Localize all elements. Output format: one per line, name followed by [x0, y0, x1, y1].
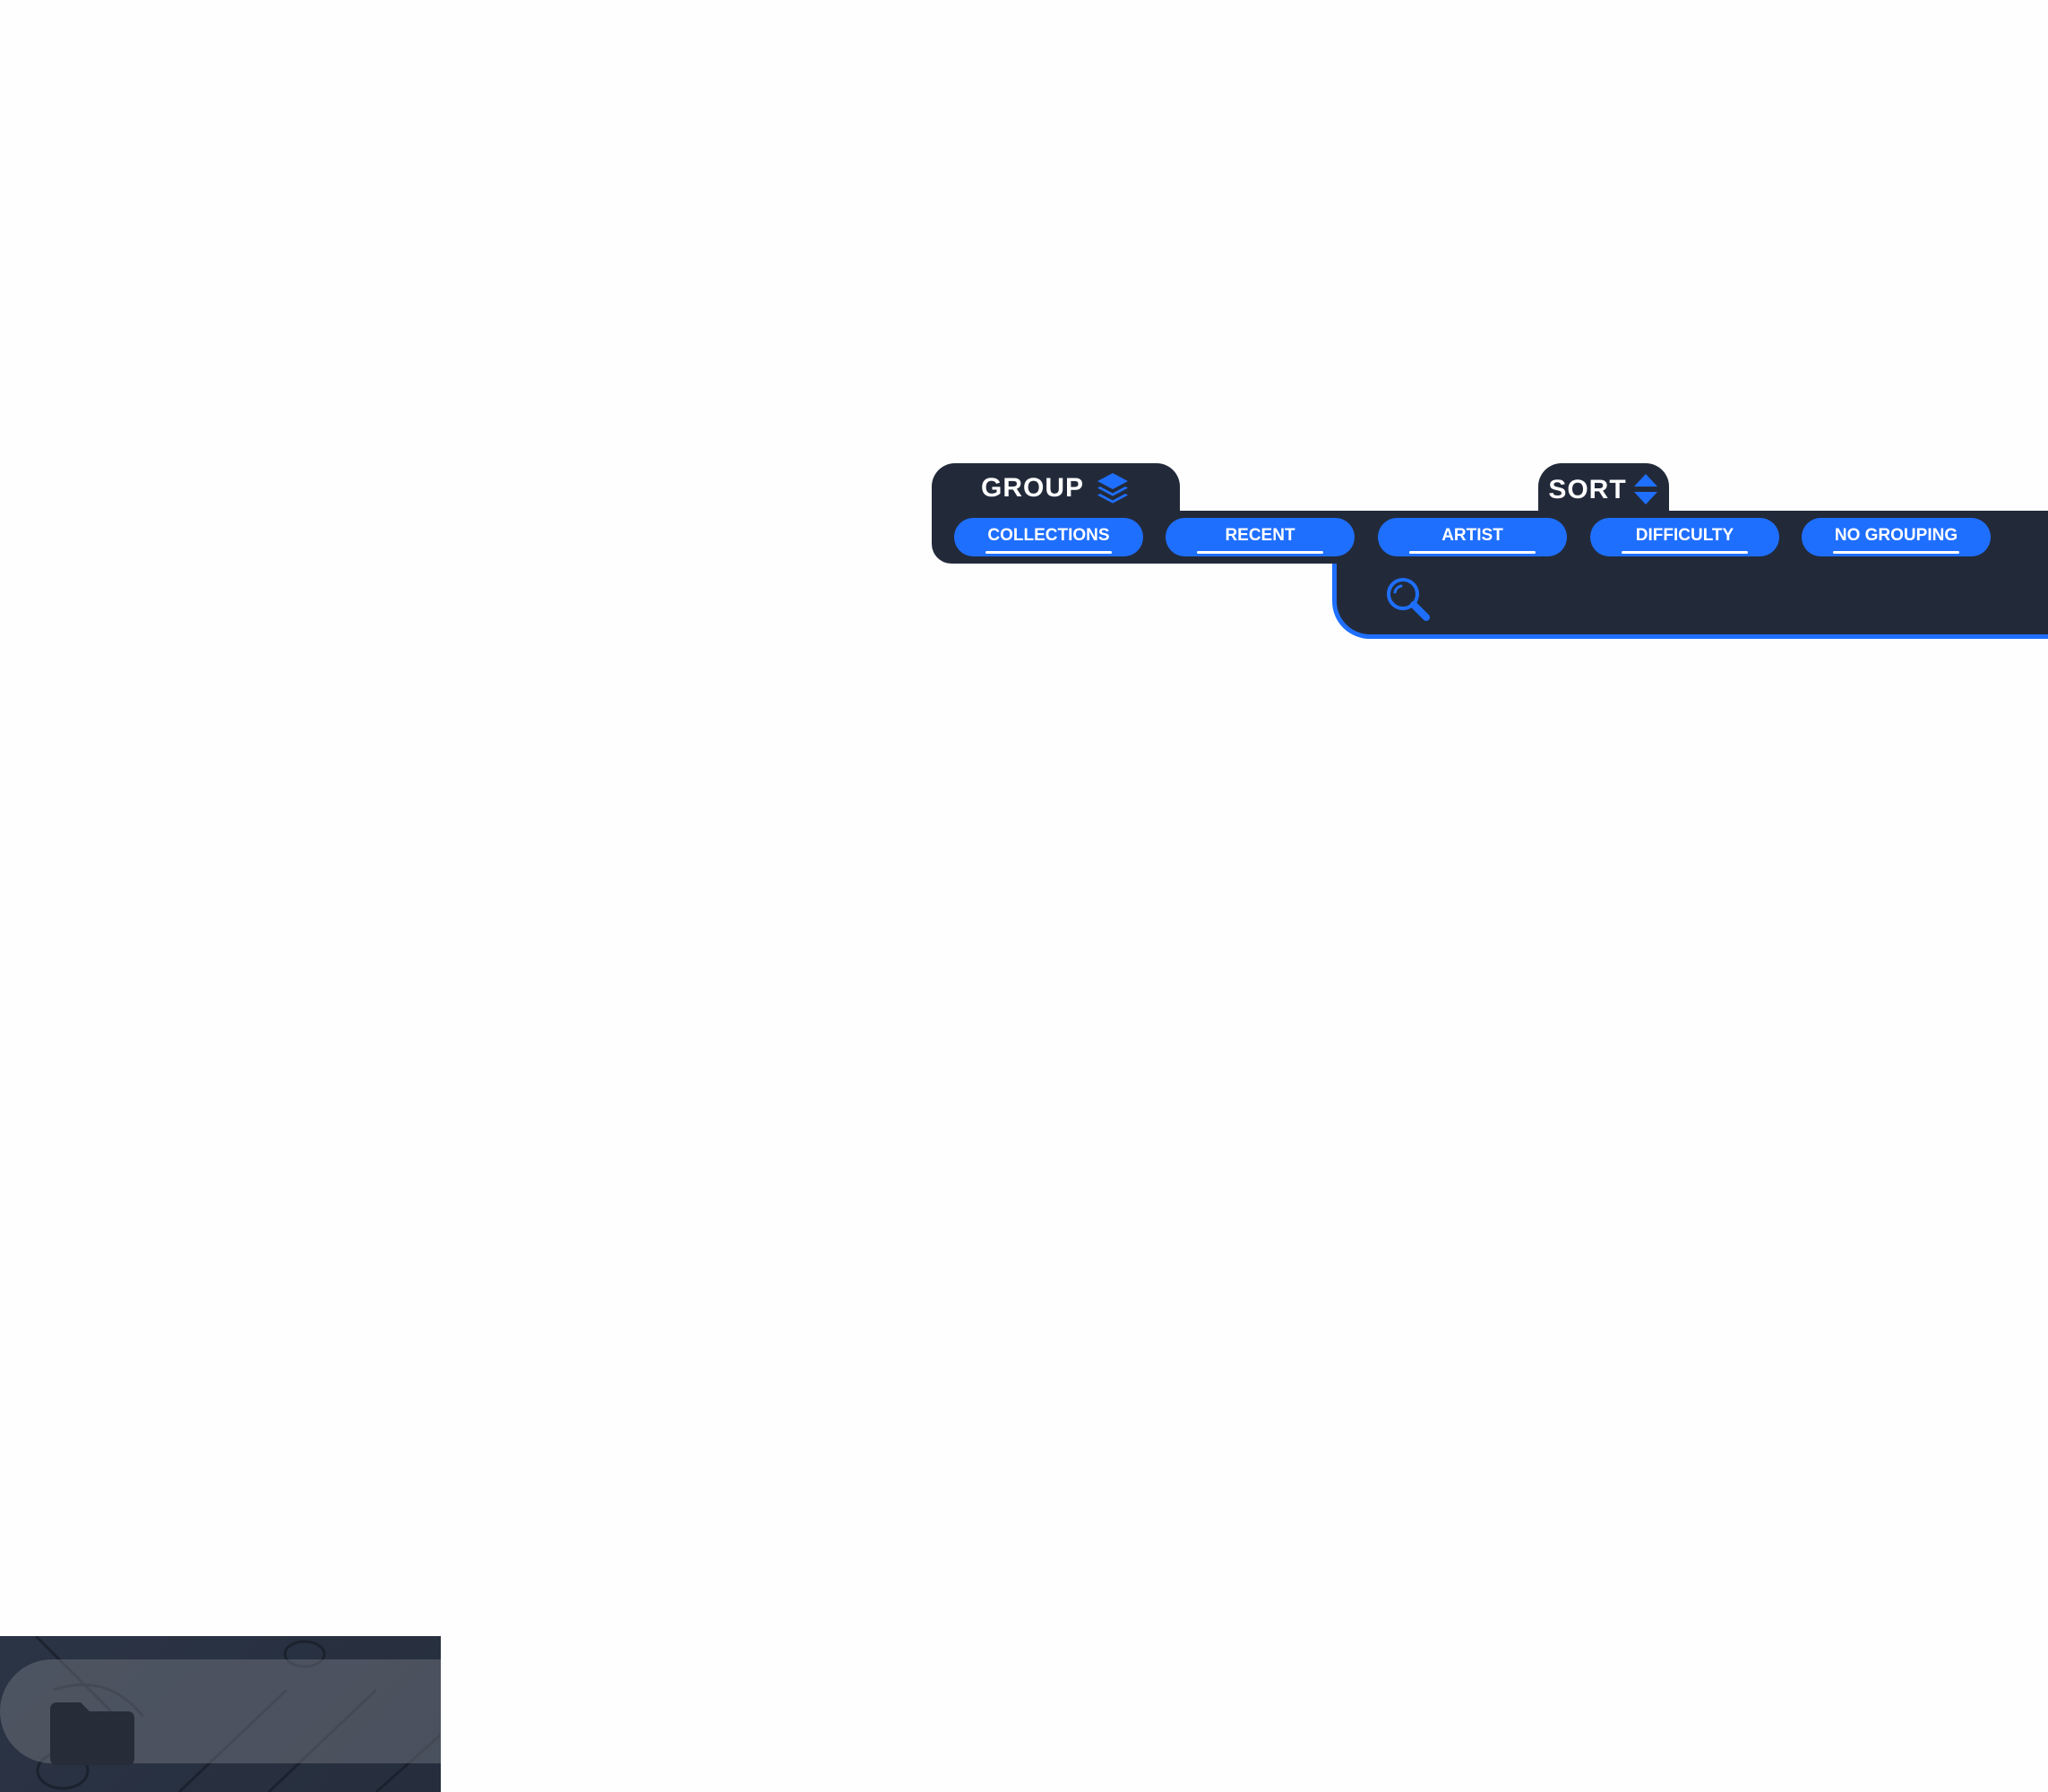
group-option-difficulty[interactable]: DIFFICULTY — [1590, 518, 1779, 556]
group-option-label: DIFFICULTY — [1635, 525, 1734, 545]
group-option-artist[interactable]: ARTIST — [1378, 518, 1567, 556]
layers-icon — [1097, 473, 1128, 504]
sort-title: SORT — [1548, 475, 1627, 504]
group-title: GROUP — [980, 473, 1084, 503]
group-option-label: RECENT — [1225, 525, 1295, 545]
group-option-collections[interactable]: COLLECTIONS — [954, 518, 1143, 556]
footer-panel — [0, 1636, 441, 1792]
sort-arrows-icon — [1633, 474, 1657, 504]
group-option-recent[interactable]: RECENT — [1166, 518, 1355, 556]
folder-button[interactable] — [0, 1659, 441, 1765]
search-input[interactable] — [1332, 564, 2048, 639]
group-option-label: NO GROUPING — [1834, 525, 1958, 545]
pill-underline — [1409, 551, 1536, 554]
group-option-label: ARTIST — [1441, 525, 1503, 545]
group-option-label: COLLECTIONS — [987, 525, 1110, 545]
pill-underline — [1197, 551, 1323, 554]
pill-underline — [985, 551, 1112, 554]
pill-underline — [1833, 551, 1959, 554]
pill-underline — [1622, 551, 1748, 554]
group-option-no-grouping[interactable]: NO GROUPING — [1802, 518, 1991, 556]
folder-icon — [50, 1702, 134, 1765]
sort-button[interactable]: SORT — [1538, 463, 1669, 517]
group-header[interactable]: GROUP — [932, 463, 1180, 513]
search-icon — [1387, 578, 1430, 621]
